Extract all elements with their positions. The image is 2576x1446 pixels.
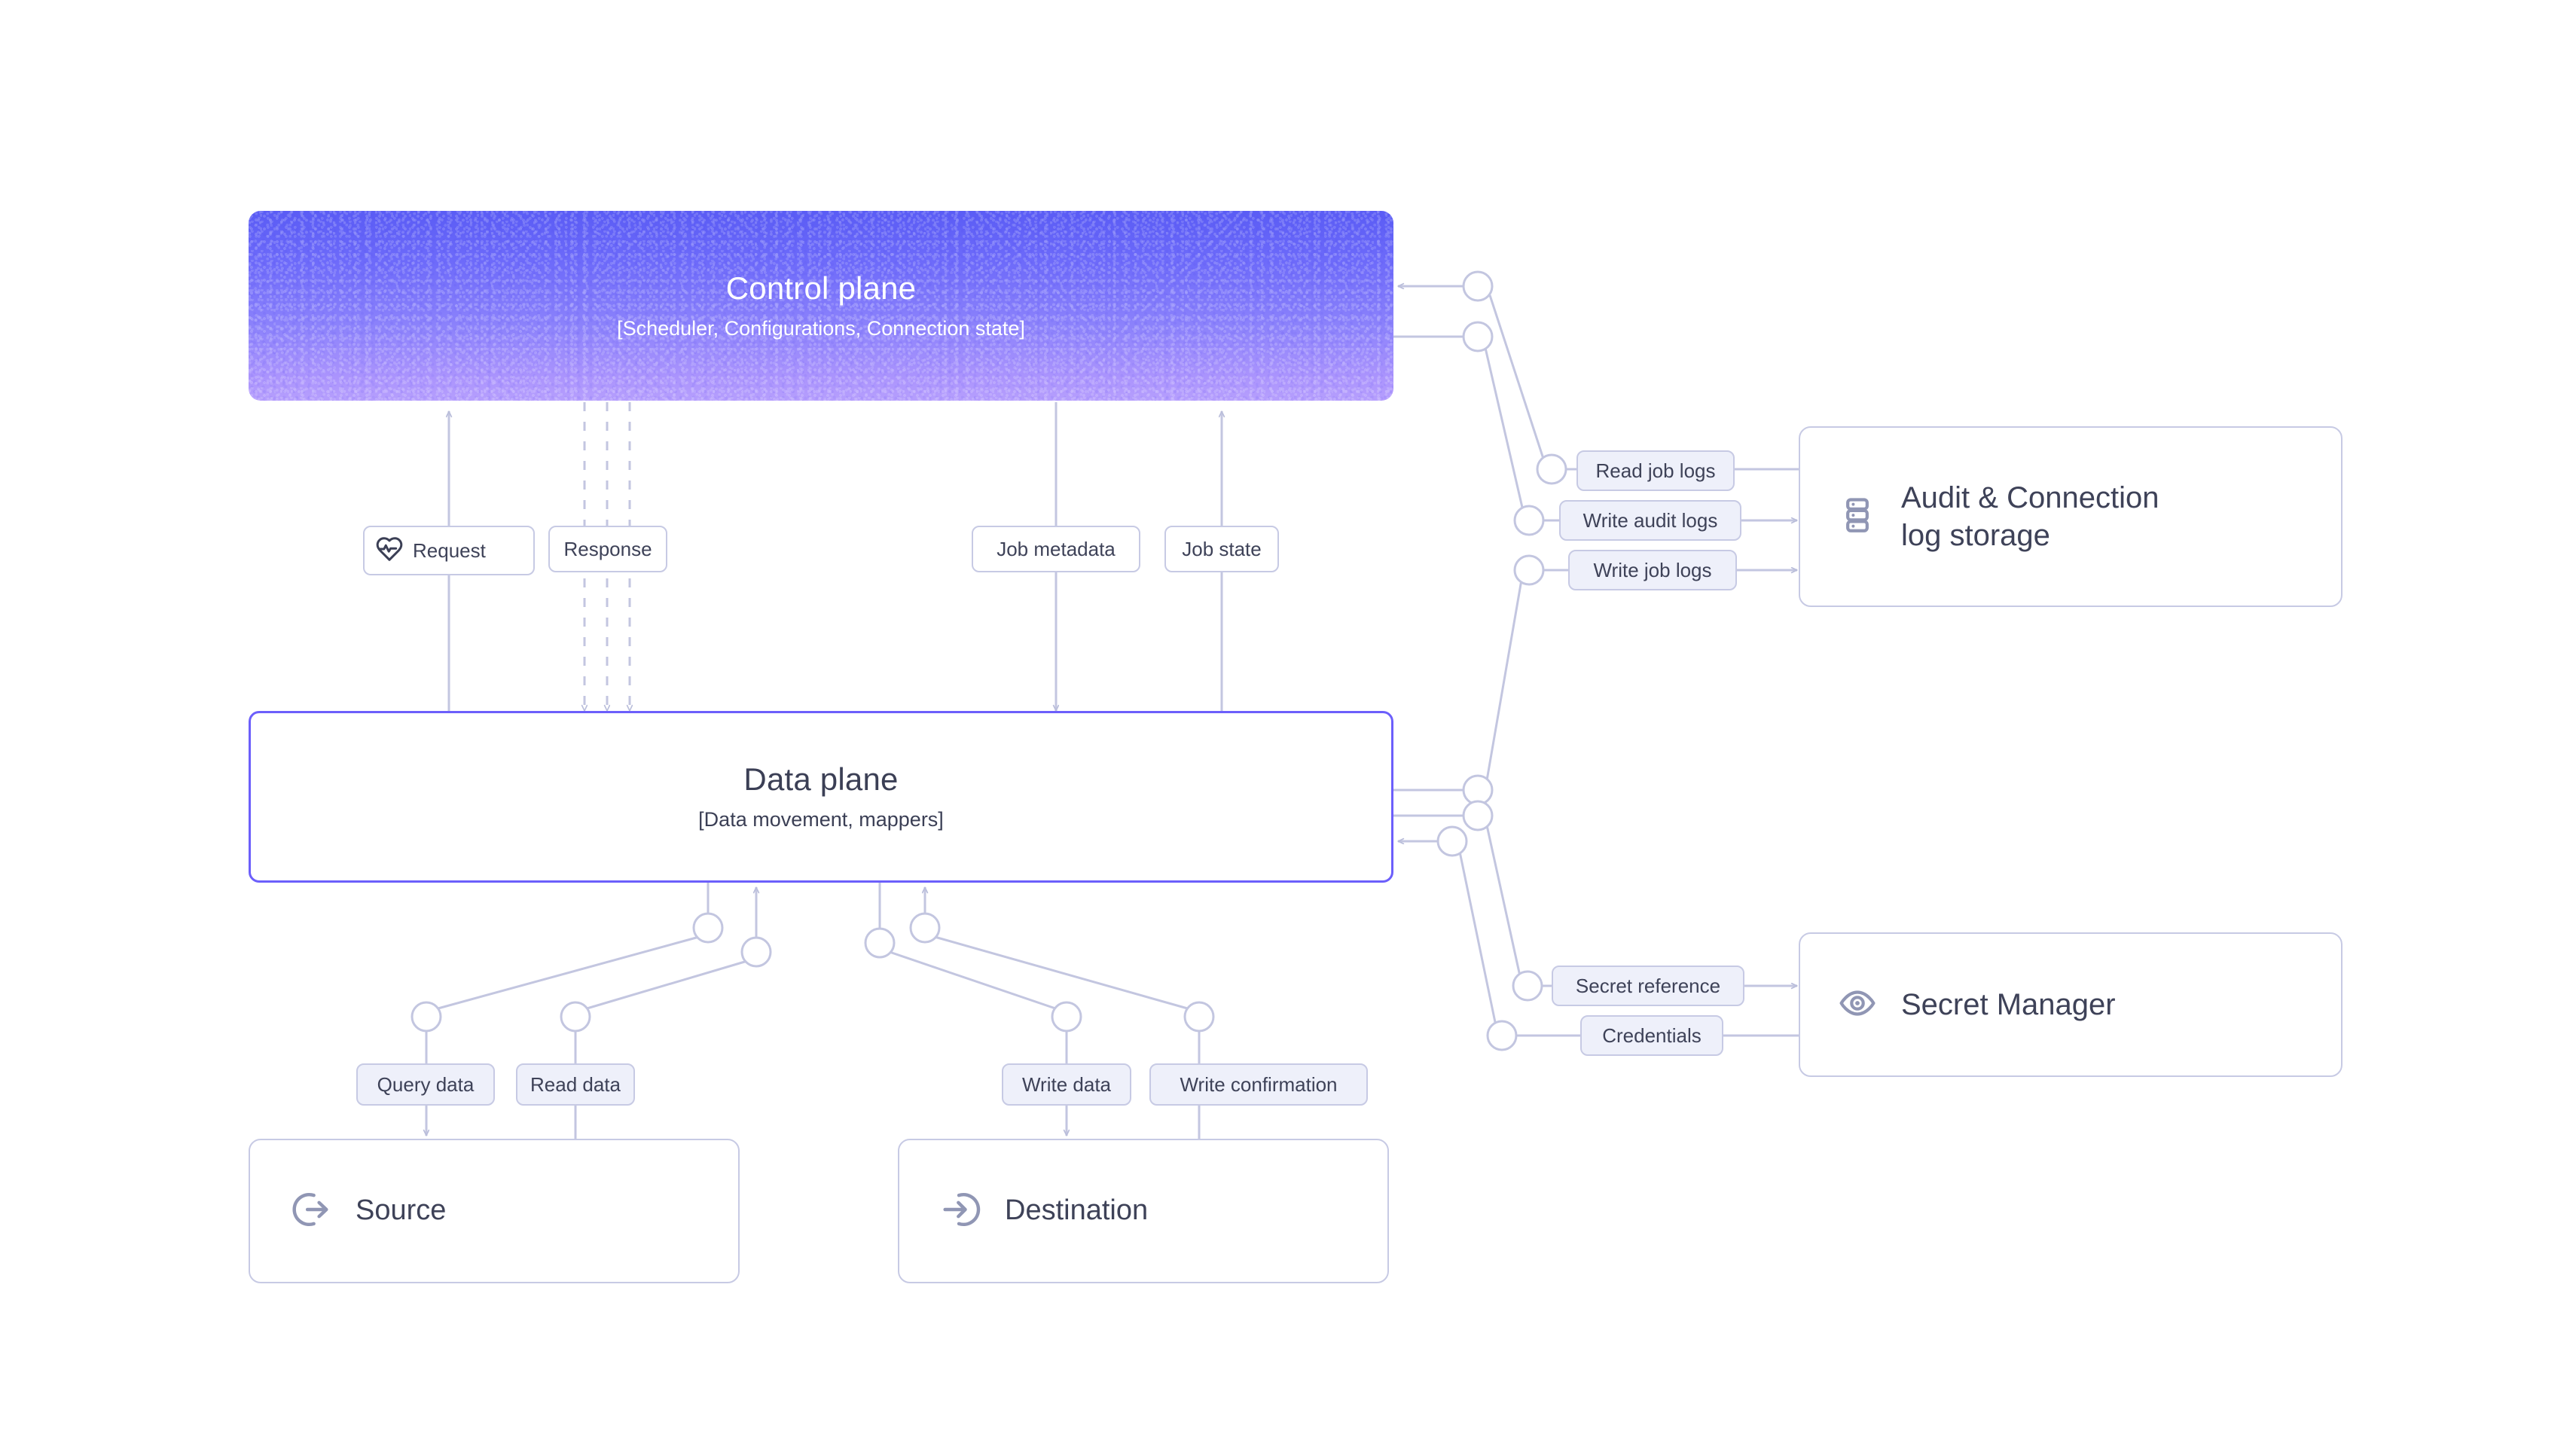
edge-label-request[interactable]: Request — [363, 526, 535, 575]
connector-dot — [1462, 774, 1494, 806]
edge-label-write-data[interactable]: Write data — [1002, 1063, 1131, 1106]
connector-dot — [909, 912, 941, 944]
connector-dot — [1513, 554, 1545, 586]
connector-dot — [1051, 1001, 1082, 1033]
edge-label-write-audit-logs[interactable]: Write audit logs — [1559, 500, 1741, 541]
connector-dot — [740, 936, 772, 968]
audit-log-storage-node[interactable]: Audit & Connection log storage — [1799, 426, 2343, 607]
edge-label-write-job-logs[interactable]: Write job logs — [1568, 550, 1737, 590]
connector-dot — [1536, 453, 1567, 485]
edge-label-read-data[interactable]: Read data — [516, 1063, 635, 1106]
control-plane-subtitle: [Scheduler, Configurations, Connection s… — [617, 317, 1025, 340]
secret-manager-node[interactable]: Secret Manager — [1799, 932, 2343, 1077]
edge-label-job-state[interactable]: Job state — [1164, 526, 1279, 572]
connector-dot — [1462, 270, 1494, 302]
log-in-icon — [939, 1188, 982, 1235]
control-plane-title: Control plane — [725, 270, 917, 307]
audit-log-storage-label: Audit & Connection log storage — [1901, 479, 2159, 554]
destination-label: Destination — [1005, 1194, 1149, 1227]
connector-dot — [864, 927, 896, 959]
connector-dot — [1436, 825, 1468, 857]
eye-icon — [1836, 982, 1879, 1028]
heart-pulse-icon — [375, 535, 404, 566]
audit-log-storage-line2: log storage — [1901, 519, 2050, 552]
control-plane-node[interactable]: Control plane [Scheduler, Configurations… — [249, 211, 1393, 401]
log-out-icon — [289, 1188, 333, 1235]
connector-dot — [692, 912, 724, 944]
connector-dot — [1512, 970, 1543, 1002]
edge-label-query-data[interactable]: Query data — [356, 1063, 495, 1106]
secret-manager-label: Secret Manager — [1901, 988, 2116, 1021]
connector-dot — [560, 1001, 591, 1033]
server-stack-icon — [1836, 494, 1879, 540]
edge-label-request-text: Request — [413, 539, 486, 562]
source-label: Source — [356, 1194, 447, 1227]
data-plane-title: Data plane — [743, 761, 899, 798]
edge-label-read-job-logs[interactable]: Read job logs — [1576, 450, 1735, 491]
connector-dot — [1183, 1001, 1215, 1033]
connector-dot — [411, 1001, 442, 1033]
connector-dot — [1486, 1020, 1518, 1051]
edge-label-secret-reference[interactable]: Secret reference — [1552, 966, 1744, 1006]
edge-label-job-metadata[interactable]: Job metadata — [972, 526, 1140, 572]
edge-label-response[interactable]: Response — [548, 526, 667, 572]
edge-label-write-confirmation[interactable]: Write confirmation — [1149, 1063, 1368, 1106]
data-plane-subtitle: [Data movement, mappers] — [698, 808, 944, 831]
source-node[interactable]: Source — [249, 1139, 740, 1283]
edge-label-credentials[interactable]: Credentials — [1580, 1015, 1723, 1056]
connector-dot — [1462, 321, 1494, 352]
data-plane-node[interactable]: Data plane [Data movement, mappers] — [249, 711, 1393, 883]
connector-dot — [1462, 800, 1494, 831]
connector-dot — [1513, 505, 1545, 536]
audit-log-storage-line1: Audit & Connection — [1901, 481, 2159, 514]
destination-node[interactable]: Destination — [898, 1139, 1389, 1283]
